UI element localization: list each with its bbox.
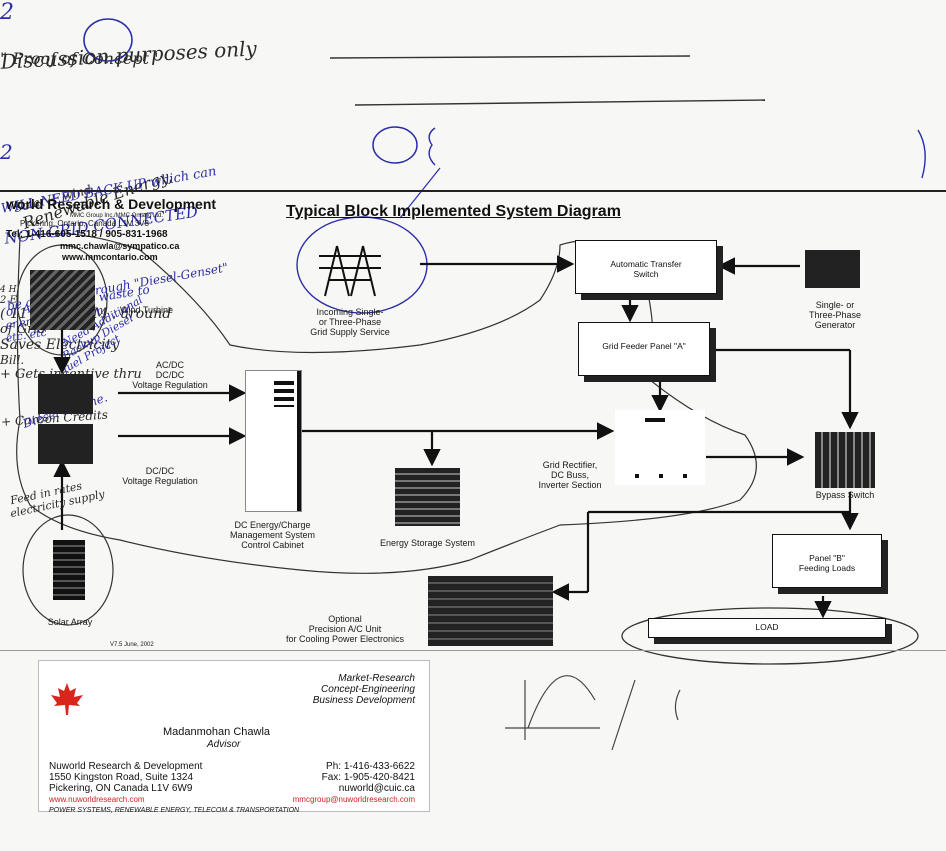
grid-tower-icon <box>319 245 381 297</box>
generator-image <box>805 250 860 288</box>
card-org: Nuworld Research & Development <box>49 761 203 772</box>
panel-b: Panel "B" Feeding Loads <box>772 534 882 588</box>
solar-panel-image <box>53 540 85 600</box>
energy-storage-label: Energy Storage System <box>379 538 476 548</box>
wind-turbine-image <box>30 270 95 330</box>
bypass-switch-image <box>815 432 875 488</box>
diagram-title: Typical Block Implemented System Diagram <box>286 203 621 220</box>
rectifier-label: Grid Rectifier,DC Buss,Inverter Section <box>538 460 602 490</box>
company-name: world Research & Development <box>6 196 217 212</box>
card-fax: Fax: 1-905-420-8421 <box>321 772 415 783</box>
handwritten-note: 2 E <box>0 295 17 306</box>
card-tagline: Business Development <box>312 695 415 706</box>
card-city: Pickering, ON Canada L1V 6W9 <box>49 783 193 794</box>
handwritten-note: " Proof of Concept ' <box>0 49 159 68</box>
company-email: mmc.chawla@sympatico.ca <box>60 241 180 251</box>
card-street: 1550 Kingston Road, Suite 1324 <box>49 772 193 783</box>
grid-feeder-panel-a: Grid Feeder Panel "A" <box>578 322 710 376</box>
divider <box>0 190 946 192</box>
company-address: Pickering, Ontario, Canada L1V 3V3 <box>20 219 149 228</box>
maple-leaf-icon <box>51 683 83 715</box>
card-footer: POWER SYSTEMS, RENEWABLE ENERGY, TELECOM… <box>49 807 300 814</box>
card-phone: Ph: 1-416-433-6622 <box>326 761 415 772</box>
grid-rectifier-image <box>615 410 705 485</box>
precision-ac-image <box>428 576 553 646</box>
card-web: www.nuworldresearch.com <box>49 795 145 804</box>
handwritten-note: 4 H <box>0 285 17 295</box>
solar-array-label: Solar Array <box>47 617 93 627</box>
handwritten-number: 2 <box>0 140 13 164</box>
card-email-2: mmcgroup@nuworldresearch.com <box>292 795 415 804</box>
version-note: V7.5 June, 2002 <box>110 642 154 648</box>
bypass-switch-label: Bypass Switch <box>815 490 875 500</box>
company-web: www.mmcontario.com <box>62 252 158 262</box>
load-box: LOAD <box>648 618 886 638</box>
divider <box>0 650 946 651</box>
dc-energy-cabinet <box>245 370 302 512</box>
business-card: Market-Research Concept-Engineering Busi… <box>38 660 430 814</box>
handwritten-number: 2 <box>0 0 14 25</box>
card-person: Madanmohan Chawla <box>163 726 271 738</box>
handwritten-note: Saves Electricity <box>0 337 120 353</box>
company-phone: Tel: 1-416-605-1518 / 905-831-1968 <box>6 229 168 240</box>
acdc-converter-image <box>38 374 93 414</box>
card-role: Advisor <box>207 739 241 750</box>
automatic-transfer-switch: Automatic Transfer Switch <box>575 240 717 294</box>
card-tagline: Market-Research <box>338 673 415 684</box>
energy-storage-image <box>395 468 460 526</box>
wind-turbine-label: Wind Turbine <box>120 305 174 315</box>
card-tagline: Concept-Engineering <box>321 684 415 695</box>
company-sub: MMC Group Inc./MMC Ontario Ltd. <box>70 213 164 219</box>
card-email: nuworld@cuic.ca <box>338 783 415 794</box>
dcdc-converter-image <box>38 424 93 464</box>
